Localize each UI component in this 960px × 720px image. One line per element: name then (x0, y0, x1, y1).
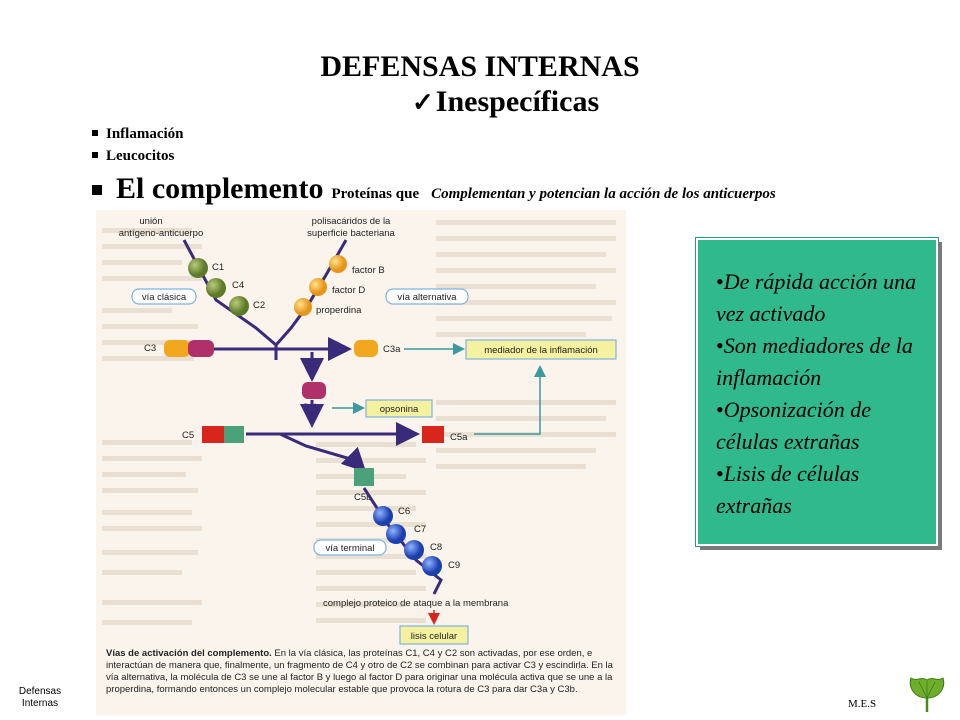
c5b-arrow (279, 432, 367, 473)
function-item: Opsonización de células extrañas (716, 394, 920, 458)
label-via-terminal: vía terminal (325, 543, 374, 554)
c8-ball (404, 540, 424, 560)
label-c9: C9 (448, 560, 460, 571)
complement-heading: El complemento Proteínas que Complementa… (92, 172, 776, 206)
label-opsonina: opsonina (380, 404, 419, 415)
figure-caption: Vías de activación del complemento. En l… (96, 648, 626, 696)
label-via-alternativa: vía alternativa (397, 292, 457, 303)
mediador-box (465, 339, 617, 360)
complement-functions-box: De rápida acción una vez activado Son me… (696, 238, 938, 546)
caption-text: En la vía clásica, las proteínas C1, C4 … (106, 648, 613, 695)
label-c3: C3 (144, 343, 156, 354)
label-c5b: C5b (354, 492, 371, 503)
label-c4: C4 (232, 280, 244, 291)
c3-molecule-right (188, 340, 214, 357)
label-via-clasica: vía clásica (142, 292, 187, 303)
label-c7: C7 (414, 524, 426, 535)
footer-author: M.E.S (848, 698, 877, 710)
complement-description: Complementan y potencian la acción de lo… (431, 186, 776, 202)
bullet-item: Inflamación (92, 126, 184, 143)
c2-ball (229, 296, 249, 316)
classical-path (182, 239, 277, 347)
c5b-molecule (354, 468, 374, 486)
complement-pathway-figure: unión antígeno-anticuerpo polisacáridos … (96, 210, 626, 715)
footer-left-line2: Internas (21, 698, 59, 709)
c7-ball (386, 524, 406, 544)
bullet-item: Leucocitos (92, 148, 174, 165)
label-superficie: superficie bacteriana (307, 228, 395, 239)
c4-ball (206, 278, 226, 298)
c6-ball (373, 506, 393, 526)
complement-title: El complemento (116, 172, 324, 205)
label-properdina: properdina (316, 305, 362, 316)
page-title: DEFENSAS INTERNAS (320, 50, 640, 83)
subtitle: ✓Inespecíficas (412, 85, 599, 119)
factor-b-ball (329, 255, 347, 273)
function-item: De rápida acción una vez activado (716, 266, 920, 330)
ginkgo-leaf-icon (905, 672, 949, 720)
c5-molecule-left (202, 426, 224, 443)
lisis-box (399, 625, 469, 645)
square-bullet-icon (92, 129, 98, 136)
label-factor-b: factor B (352, 265, 385, 276)
footer-left-line1: Defensas (18, 686, 62, 697)
factor-d-ball (309, 278, 327, 296)
label-c1: C1 (212, 262, 224, 273)
label-c2: C2 (253, 300, 265, 311)
c5a-to-mediador-arrow (474, 365, 546, 435)
label-c5: C5 (182, 430, 194, 441)
label-lisis: lisis celular (411, 631, 457, 642)
caption-title: Vías de activación del complemento. (106, 648, 272, 659)
via-terminal-pill (313, 539, 387, 556)
footer-left: Defensas Internas (10, 686, 70, 710)
subtitle-text: Inespecíficas (435, 85, 600, 118)
c5a-molecule (422, 426, 444, 443)
label-complejo: complejo proteico de ataque a la membran… (323, 598, 509, 609)
bullet-text: Leucocitos (106, 148, 175, 164)
via-clasica-pill (131, 288, 197, 305)
c3-molecule-left (164, 340, 190, 357)
checkmark-icon: ✓ (412, 88, 434, 117)
c9-ball (422, 556, 442, 576)
functions-list: De rápida acción una vez activado Son me… (716, 266, 920, 522)
label-c5a: C5a (450, 432, 468, 443)
label-c6: C6 (398, 506, 410, 517)
c3a-molecule (354, 340, 378, 357)
label-mediador: mediador de la inflamación (484, 345, 598, 356)
c5-molecule-right (224, 426, 244, 443)
square-bullet-icon (92, 185, 102, 196)
c3b-molecule (302, 382, 326, 399)
complement-proteins: Proteínas que (331, 186, 420, 202)
opsonina-box (365, 399, 433, 418)
c1-ball (188, 258, 208, 278)
label-factor-d: factor D (332, 285, 365, 296)
properdina-ball (294, 298, 312, 316)
label-polisac: polisacáridos de la (312, 216, 391, 227)
label-c3a: C3a (383, 344, 401, 355)
via-alternativa-pill (385, 288, 469, 305)
function-item: Son mediadores de la inflamación (716, 330, 920, 394)
label-antigen: antígeno-anticuerpo (119, 228, 204, 239)
pathway-diagram: unión antígeno-anticuerpo polisacáridos … (102, 216, 617, 645)
label-c8: C8 (430, 542, 442, 553)
background-text-lines (102, 220, 616, 625)
bullet-text: Inflamación (106, 126, 184, 142)
function-item: Lisis de células extrañas (716, 458, 920, 522)
square-bullet-icon (92, 151, 98, 158)
label-union: unión (139, 216, 162, 227)
